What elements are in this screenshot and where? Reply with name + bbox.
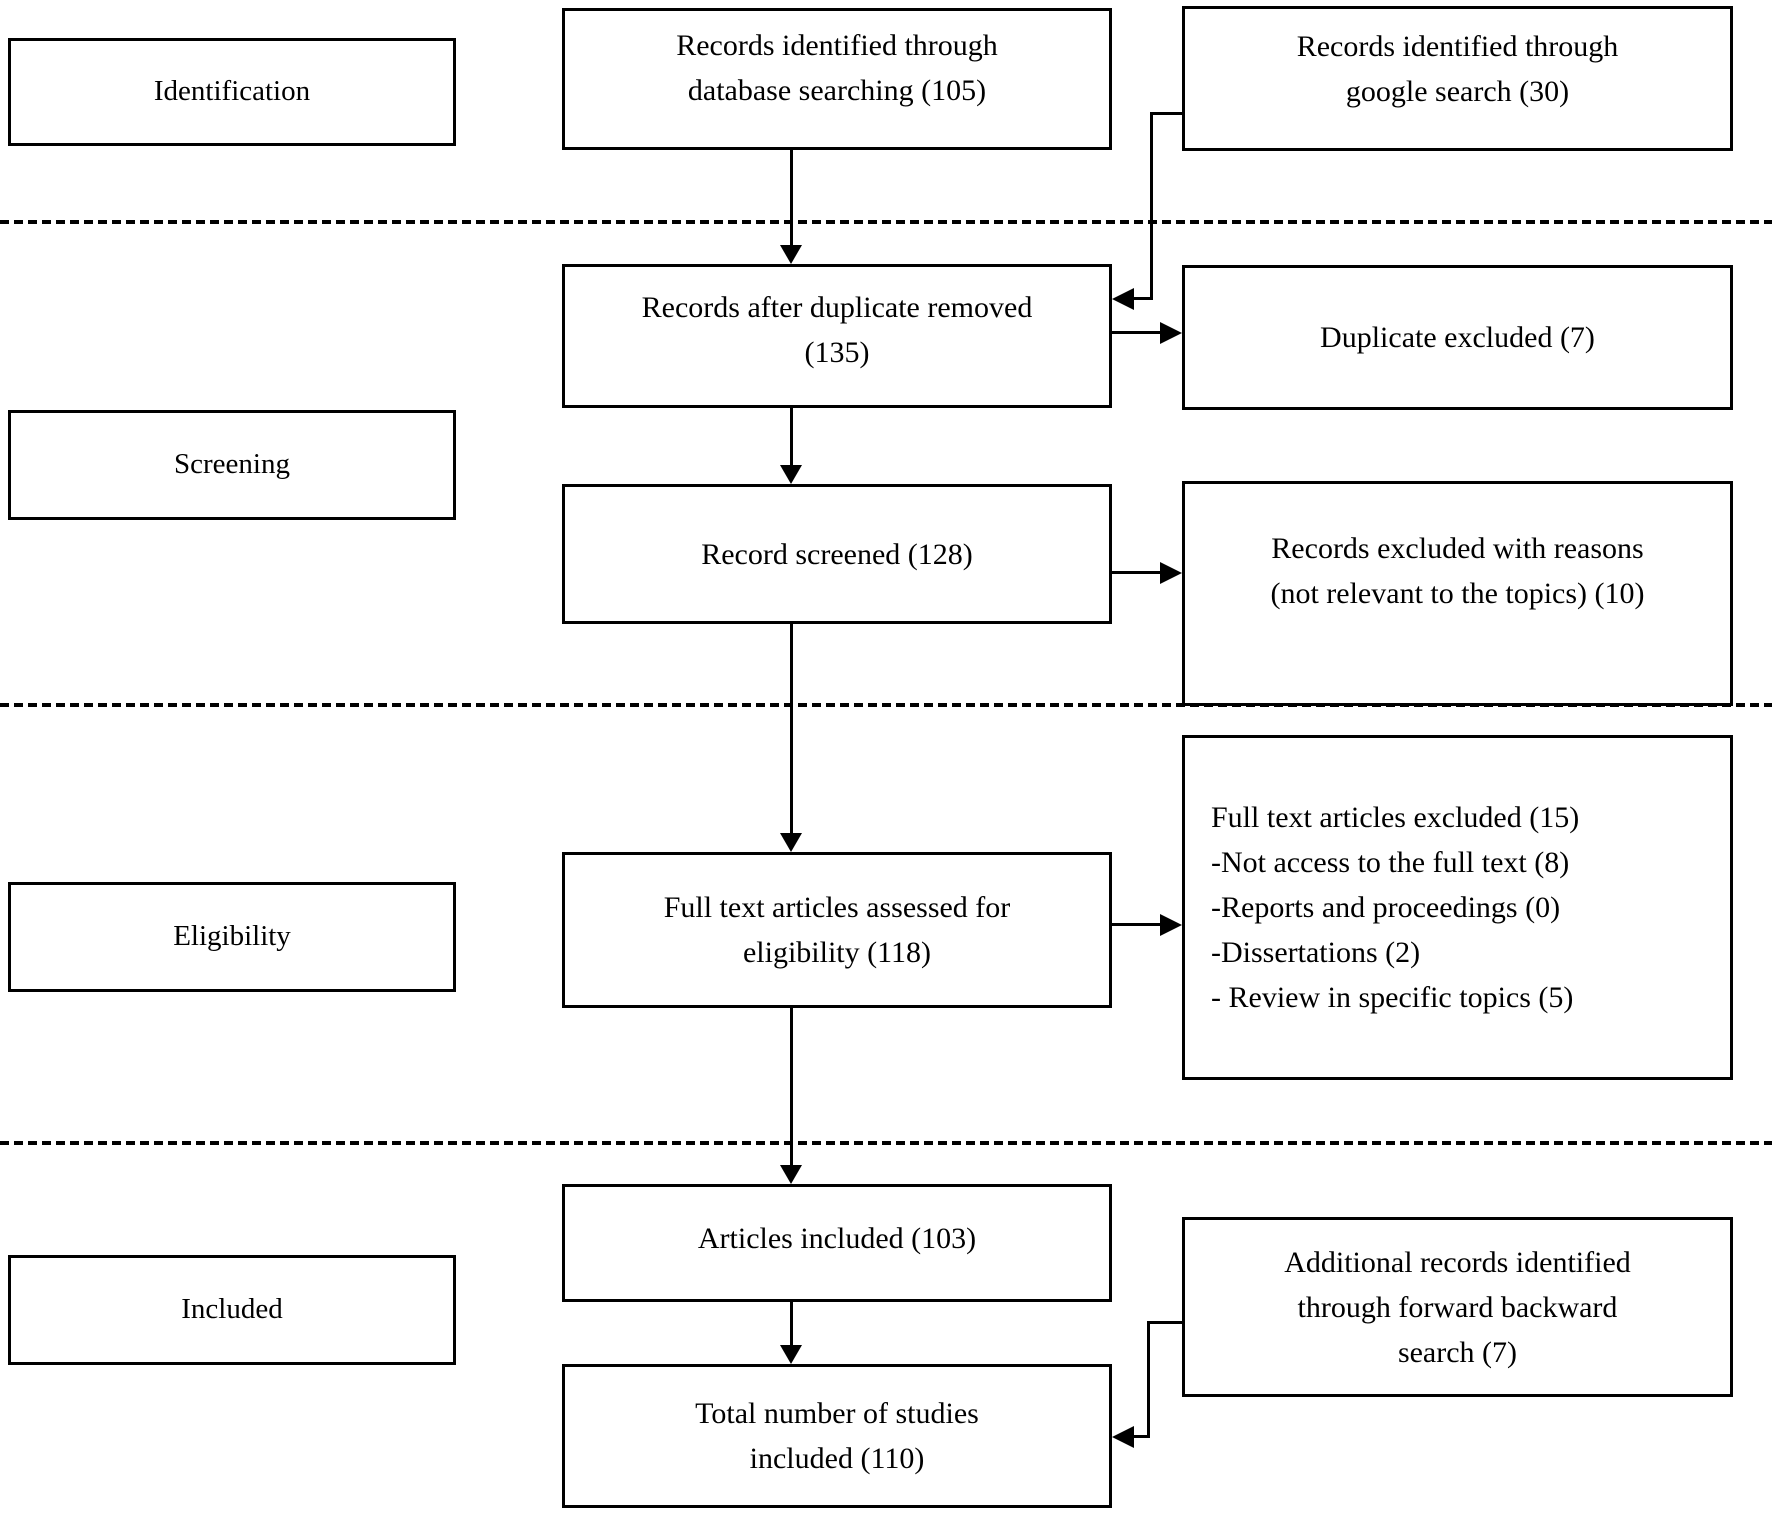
node-fulltext-excluded: Full text articles excluded (15) -Not ac… bbox=[1182, 735, 1733, 1080]
node-duplicate-excluded: Duplicate excluded (7) bbox=[1182, 265, 1733, 410]
node-additional-records: Additional records identified through fo… bbox=[1182, 1217, 1733, 1397]
stage-label-identification: Identification bbox=[8, 38, 456, 146]
fulltext-excluded-item: -Dissertations (2) bbox=[1211, 936, 1421, 969]
connector-google-elbow-bottom bbox=[1130, 297, 1153, 300]
node-records-after-duplicates: Records after duplicate removed (135) bbox=[562, 264, 1112, 408]
fulltext-excluded-item: -Reports and proceedings (0) bbox=[1211, 891, 1561, 924]
connector-additional-elbow-top bbox=[1147, 1321, 1182, 1324]
arrowhead-additional-into-total bbox=[1112, 1426, 1134, 1448]
connector-dedup-to-duplicate-excluded bbox=[1112, 331, 1162, 334]
arrowhead-into-total bbox=[780, 1345, 802, 1364]
connector-screened-to-fulltext bbox=[790, 624, 793, 836]
arrowhead-into-dedup bbox=[780, 245, 802, 264]
connector-db-to-dedup bbox=[790, 150, 793, 248]
arrowhead-into-fulltext-excluded bbox=[1160, 914, 1182, 936]
arrowhead-into-excluded bbox=[1160, 562, 1182, 584]
connector-fulltext-to-fulltext-excluded bbox=[1112, 923, 1162, 926]
stage-divider-eligibility-included bbox=[0, 1141, 1772, 1145]
stage-label-eligibility: Eligibility bbox=[8, 882, 456, 992]
stage-label-screening: Screening bbox=[8, 410, 456, 520]
connector-screened-to-excluded bbox=[1112, 571, 1162, 574]
connector-additional-elbow-bottom bbox=[1132, 1435, 1150, 1438]
node-records-excluded-reasons: Records excluded with reasons (not relev… bbox=[1182, 481, 1733, 706]
fulltext-excluded-item: -Not access to the full text (8) bbox=[1211, 846, 1570, 879]
node-records-google-search: Records identified through google search… bbox=[1182, 6, 1733, 151]
node-records-database-search: Records identified through database sear… bbox=[562, 8, 1112, 150]
connector-additional-elbow-vertical bbox=[1147, 1321, 1150, 1438]
arrowhead-into-included bbox=[780, 1165, 802, 1184]
connector-google-elbow-vertical bbox=[1150, 112, 1153, 300]
connector-google-elbow-top bbox=[1150, 112, 1182, 115]
fulltext-excluded-title: Full text articles excluded (15) bbox=[1211, 801, 1580, 834]
stage-label-included: Included bbox=[8, 1255, 456, 1365]
node-records-screened: Record screened (128) bbox=[562, 484, 1112, 624]
connector-dedup-to-screened bbox=[790, 408, 793, 468]
node-articles-included: Articles included (103) bbox=[562, 1184, 1112, 1302]
node-total-studies-included: Total number of studies included (110) bbox=[562, 1364, 1112, 1508]
arrowhead-into-duplicate-excluded bbox=[1160, 322, 1182, 344]
connector-included-to-total bbox=[790, 1302, 793, 1350]
arrowhead-google-into-dedup bbox=[1112, 288, 1134, 310]
arrowhead-into-screened bbox=[780, 465, 802, 484]
arrowhead-into-fulltext bbox=[780, 833, 802, 852]
node-fulltext-assessed: Full text articles assessed for eligibil… bbox=[562, 852, 1112, 1008]
fulltext-excluded-item: - Review in specific topics (5) bbox=[1211, 981, 1574, 1014]
connector-fulltext-to-included bbox=[790, 1008, 793, 1168]
stage-divider-screening-eligibility bbox=[0, 703, 1772, 707]
stage-divider-identification-screening bbox=[0, 220, 1772, 224]
